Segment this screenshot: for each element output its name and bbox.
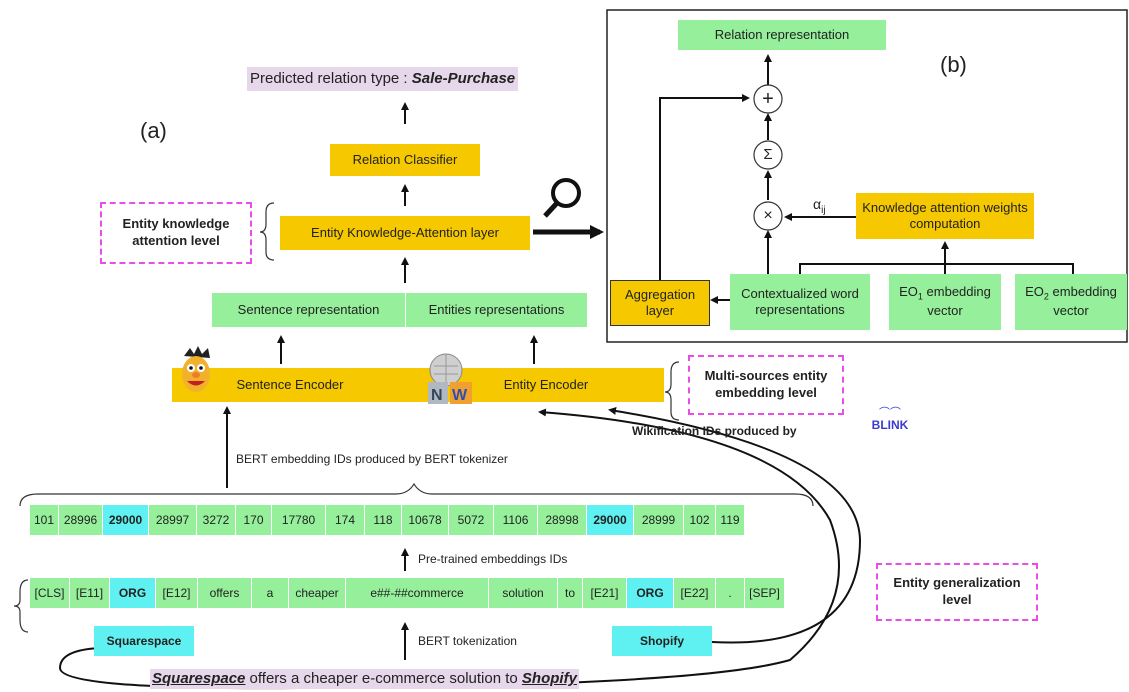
sentence-encoder: Sentence Encoder (172, 368, 408, 402)
eo2-suffix: embedding vector (1048, 284, 1117, 319)
blink-logo: ⌒⌒ BLINK (870, 407, 910, 433)
entity-squarespace: Squarespace (94, 626, 194, 656)
token-cell: to (558, 578, 583, 608)
token-cell: [E12] (156, 578, 198, 608)
svg-text:W: W (452, 387, 468, 404)
sum-circle (753, 140, 783, 170)
eo2-embedding-vector: EO2 embedding vector (1015, 274, 1127, 330)
svg-text:N: N (431, 387, 443, 404)
embedding-id-cell: 10678 (402, 505, 449, 535)
sentence-representation: Sentence representation (212, 293, 406, 327)
bert-ids-label: BERT embedding IDs produced by BERT toke… (236, 452, 508, 466)
embedding-id-cell: 102 (684, 505, 716, 535)
token-cell: [SEP] (745, 578, 785, 608)
embedding-id-cell: 28998 (538, 505, 587, 535)
input-sentence: Squarespace offers a cheaper e-commerce … (150, 669, 579, 689)
blink-label: BLINK (871, 418, 909, 432)
eo2-sub: 2 (1043, 292, 1049, 303)
token-cell: . (716, 578, 745, 608)
eo1-suffix: embedding vector (922, 284, 991, 319)
bert-tokenization-label: BERT tokenization (418, 634, 517, 648)
embedding-id-cell: 1106 (494, 505, 538, 535)
token-cell: ORG (110, 578, 156, 608)
eo1-prefix: EO (899, 284, 918, 300)
eo1-sub: 1 (917, 292, 923, 303)
sentence-entity1: Squarespace (152, 670, 246, 687)
times-circle (753, 201, 783, 231)
eo1-embedding-vector: EO1 embedding vector (889, 274, 1001, 330)
predicted-relation: Predicted relation type : Sale-Purchase (247, 67, 519, 91)
embedding-id-cell: 118 (365, 505, 402, 535)
embedding-id-cell: 28996 (59, 505, 103, 535)
token-cell: ORG (627, 578, 674, 608)
token-cell: [CLS] (30, 578, 70, 608)
alpha-label: αij (813, 196, 826, 216)
alpha-symbol: α (813, 196, 822, 212)
entities-representations: Entities representations (406, 293, 587, 327)
sentence-entity2: Shopify (521, 670, 577, 687)
ek-attention-layer: Entity Knowledge-Attention layer (280, 216, 530, 250)
level-entity-knowledge: Entity knowledge attention level (100, 202, 252, 264)
panel-a-label: (a) (140, 118, 167, 143)
eo2-prefix: EO (1025, 284, 1044, 300)
panel-b-label: (b) (940, 52, 967, 77)
embedding-id-cell: 29000 (103, 505, 149, 535)
magnifier-icon (551, 178, 581, 208)
sentence-middle: offers a cheaper e-commerce solution to (245, 670, 522, 687)
alpha-subscript: ij (821, 204, 826, 216)
embedding-id-cell: 174 (326, 505, 365, 535)
token-cell: e##-##commerce (346, 578, 489, 608)
embedding-id-cell: 101 (30, 505, 59, 535)
embedding-id-cell: 17780 (272, 505, 326, 535)
embedding-id-cell: 28997 (149, 505, 197, 535)
blink-eye-icon: ⌒⌒ (879, 407, 901, 419)
token-cell: a (252, 578, 289, 608)
level-multi-sources: Multi-sources entity embedding level (688, 355, 844, 415)
token-cell: cheaper (289, 578, 346, 608)
contextualized-word-representations: Contextualized word representations (730, 274, 870, 330)
pretrained-ids-label: Pre-trained embeddings IDs (418, 552, 568, 566)
token-cell: [E22] (674, 578, 716, 608)
predicted-prefix: Predicted relation type : (250, 70, 412, 87)
times-symbol: × (763, 207, 773, 224)
embedding-id-cell: 5072 (449, 505, 494, 535)
entity-shopify: Shopify (612, 626, 712, 656)
embedding-id-cell: 29000 (587, 505, 634, 535)
token-cell: solution (489, 578, 558, 608)
plus-circle (753, 84, 783, 114)
wikification-label: Wikification IDs produced by (632, 424, 797, 438)
aggregation-layer: Aggregation layer (610, 280, 710, 326)
level-generalization: Entity generalization level (876, 563, 1038, 621)
wiki-logos-icon: N W (424, 350, 474, 406)
token-cell: [E21] (583, 578, 627, 608)
bert-icon (176, 346, 216, 396)
plus-symbol: + (762, 87, 774, 110)
relation-representation: Relation representation (678, 20, 886, 50)
panel-b-frame (606, 9, 1128, 343)
relation-classifier: Relation Classifier (330, 144, 480, 176)
embedding-id-cell: 28999 (634, 505, 684, 535)
token-cell: [E11] (70, 578, 110, 608)
sum-symbol: Σ (763, 145, 773, 163)
embedding-id-cell: 170 (236, 505, 272, 535)
token-cell: offers (198, 578, 252, 608)
embedding-id-cell: 3272 (197, 505, 236, 535)
embedding-id-cell: 119 (716, 505, 745, 535)
predicted-value: Sale-Purchase (411, 70, 516, 87)
kaw-computation: Knowledge attention weights computation (856, 193, 1034, 239)
